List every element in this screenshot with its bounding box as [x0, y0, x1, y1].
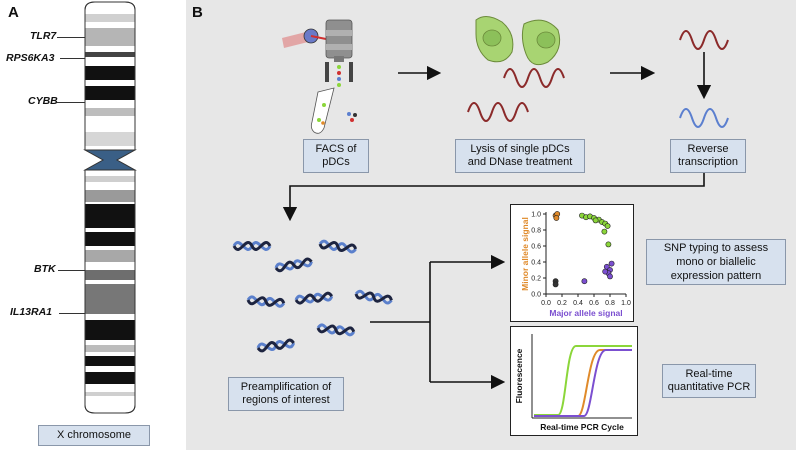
snp-axis-ticks: 0.0 0.2 0.4 0.6 0.8 1.0 0.0 0.2 0.4 0.6 0.8 1.0: [531, 212, 631, 308]
qpcr-step-label: Real-time quantitative PCR: [662, 364, 756, 398]
snp-x-tick-label: 0.2: [557, 300, 567, 307]
rna-strand-icon: [503, 68, 565, 88]
snp-y-tick-label: 1.0: [531, 212, 541, 219]
lysis-step-label: Lysis of single pDCs and DNase treatment: [455, 139, 585, 173]
facs-step-label: FACS of pDCs: [303, 139, 369, 173]
snp-data-point: [602, 268, 609, 275]
rna-strand-icon: [679, 30, 729, 50]
snp-y-tick-label: 0.6: [531, 244, 541, 251]
snp-y-axis-label: Minor allele signal: [520, 217, 530, 291]
snp-data-point: [592, 217, 599, 224]
snp-scatter-plot: 0.0 0.2 0.4 0.6 0.8 1.0 0.0 0.2 0.4 0.6 0.8 1.0 Min…: [510, 204, 634, 322]
snp-data-point: [601, 228, 608, 235]
qpcr-plot-frame: [510, 326, 638, 436]
lysed-cell-icon: [475, 16, 561, 66]
dna-helix-icon: [354, 289, 393, 305]
snp-data-points: [552, 211, 615, 288]
snp-data-point: [605, 241, 612, 248]
dna-helix-icon: [316, 323, 356, 337]
x-chromosome-label: X chromosome: [38, 425, 150, 446]
snp-data-point: [581, 278, 588, 285]
qpcr-y-axis-label: Fluorescence: [514, 348, 524, 403]
return-connector-arrow: [282, 172, 705, 222]
dna-helices-group: [232, 239, 393, 353]
gene-label-il13ra1: IL13RA1: [10, 306, 53, 318]
snp-data-point: [608, 260, 615, 267]
workflow-diagram: [232, 16, 729, 390]
qpcr-curve-green: [534, 345, 632, 416]
rna-strand-icon: [467, 102, 529, 122]
snp-x-tick-label: 0.6: [589, 300, 599, 307]
snp-data-point: [607, 273, 613, 280]
gene-label-cybb: CYBB: [28, 95, 58, 107]
x-chromosome-ideogram: [83, 1, 137, 414]
panel-a-label: A: [8, 4, 19, 21]
rt-step-label: Reverse transcription: [670, 139, 746, 173]
gene-label-btk: BTK: [34, 263, 56, 275]
snp-x-tick-label: 0.0: [541, 300, 551, 307]
snp-y-tick-label: 0.2: [531, 276, 541, 283]
snp-data-point: [604, 223, 611, 229]
snp-data-point: [552, 281, 559, 288]
panel-b-label: B: [192, 4, 203, 21]
gene-pointer-il13ra1: [59, 313, 85, 314]
snp-x-tick-label: 1.0: [621, 300, 631, 307]
dna-helix-icon: [246, 295, 286, 308]
gene-pointer-tlr7: [57, 37, 85, 38]
dna-helix-icon: [318, 239, 358, 254]
dna-helix-icon: [294, 291, 334, 305]
qpcr-amplification-plot: Fluorescence Real-time PCR Cycle: [510, 326, 638, 436]
snp-y-tick-label: 0.0: [531, 292, 541, 299]
preamplification-step-label: Preamplification of regions of interest: [228, 377, 344, 411]
facs-sorter-icon: [282, 19, 357, 134]
dna-helix-icon: [256, 338, 296, 353]
gene-pointer-rps6ka3: [60, 58, 85, 59]
qpcr-curve-purple: [534, 349, 632, 417]
gene-label-rps6ka3: RPS6KA3: [6, 52, 55, 64]
gene-pointer-cybb: [57, 102, 85, 103]
cdna-strand-icon: [679, 108, 729, 128]
dna-helix-icon: [274, 257, 313, 273]
snp-y-tick-label: 0.8: [531, 228, 541, 235]
dna-helix-icon: [232, 241, 272, 251]
snp-step-label: SNP typing to assess mono or biallelic e…: [646, 239, 786, 285]
snp-x-tick-label: 0.8: [605, 300, 615, 307]
qpcr-x-axis-label: Real-time PCR Cycle: [540, 422, 624, 432]
snp-x-tick-label: 0.4: [573, 300, 583, 307]
gene-label-tlr7: TLR7: [30, 30, 57, 42]
snp-x-axis-label: Major allele signal: [549, 308, 622, 318]
gene-pointer-btk: [58, 270, 85, 271]
snp-y-tick-label: 0.4: [531, 260, 541, 267]
snp-data-point: [553, 215, 560, 221]
